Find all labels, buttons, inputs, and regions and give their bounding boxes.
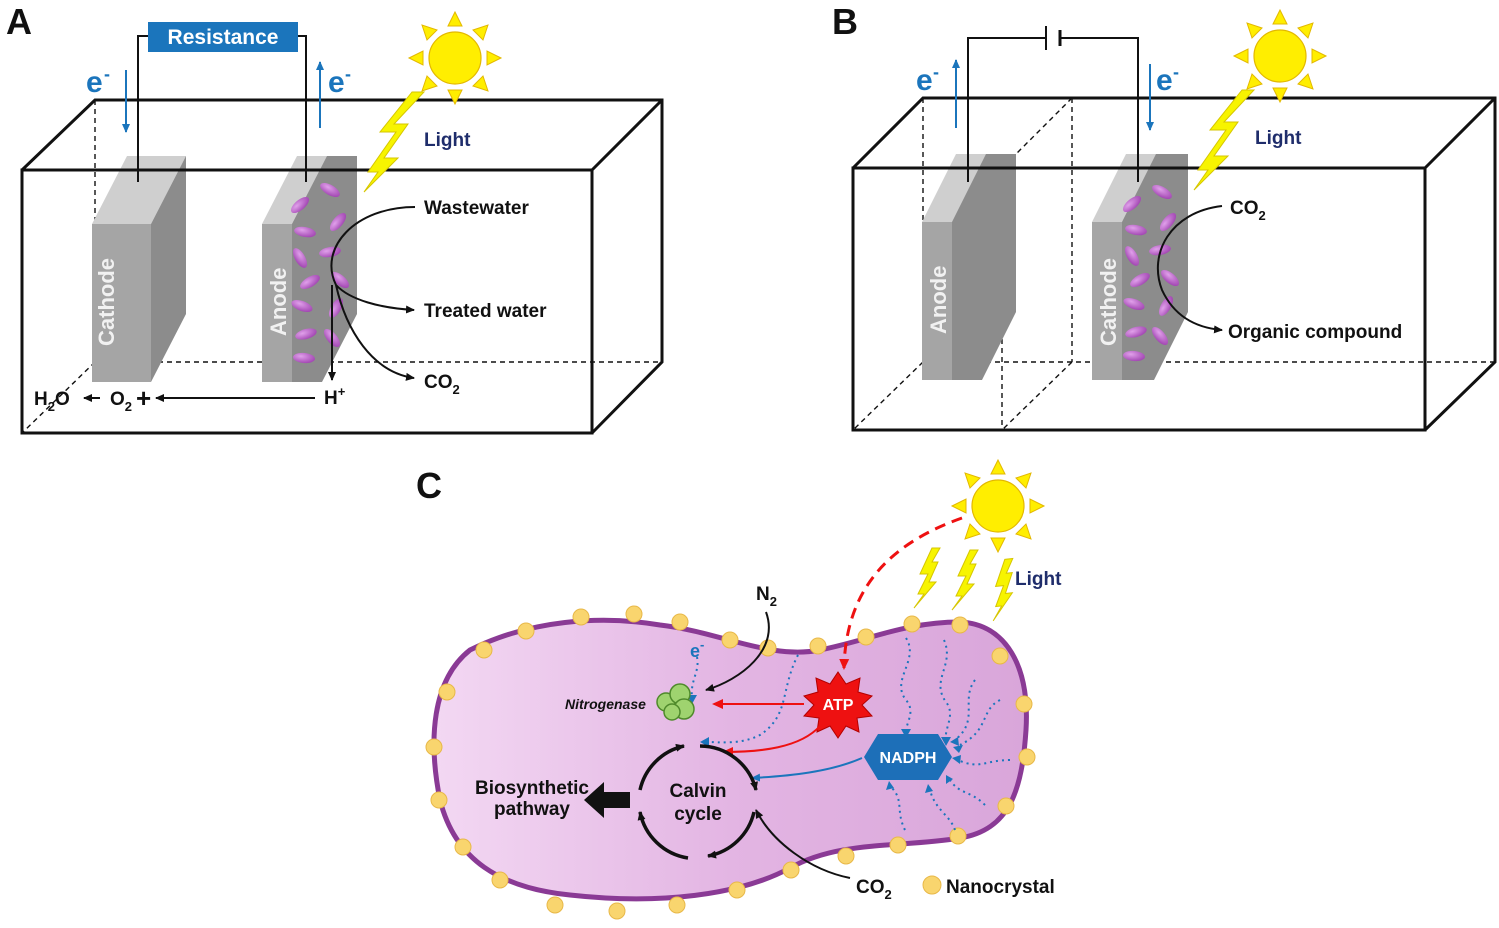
wastewater-label: Wastewater xyxy=(424,198,529,219)
bacteria-b xyxy=(1122,185,1180,362)
panel-a: A Cathode Anode xyxy=(6,1,664,435)
anode-label-b: Anode xyxy=(926,266,951,334)
lightning-icon-a xyxy=(363,91,425,193)
electron-b-left: e xyxy=(916,64,933,97)
electron-b-left-charge: - xyxy=(933,62,939,82)
treated-water-arrow xyxy=(335,284,415,314)
atp-to-calvin-arrow xyxy=(722,725,821,757)
n2-label: N2 xyxy=(756,584,777,609)
resistance-box xyxy=(148,22,298,52)
light-label-a: Light xyxy=(424,130,471,151)
nanocrystals xyxy=(425,605,1036,920)
electron-a-left: e xyxy=(86,66,103,99)
h2o-label: H2O xyxy=(34,389,70,414)
sun-icon-c xyxy=(951,459,1045,553)
lightning-icon-c-2 xyxy=(951,549,979,611)
sun-icon-a xyxy=(408,11,502,105)
panel-b: B Anode Cathode xyxy=(832,1,1497,432)
box-b-back-diag xyxy=(852,361,924,431)
nitrogenase-icon xyxy=(656,683,695,721)
cathode-electrode-a: Cathode xyxy=(92,156,186,382)
plus-sign: + xyxy=(136,383,151,413)
nadph-label: NADPH xyxy=(880,750,937,767)
calvin-label-1: Calvin xyxy=(669,781,726,802)
sun-icon-b xyxy=(1233,9,1327,103)
box-a-back-diag xyxy=(21,361,96,434)
electron-b-right: e xyxy=(1156,64,1173,97)
nanocrystal-legend-label: Nanocrystal xyxy=(946,877,1055,898)
nadph-icon: NADPH xyxy=(864,734,952,780)
co2-arrow-a xyxy=(335,284,415,381)
panel-b-letter: B xyxy=(832,1,858,42)
cathode-electrode-b: Cathode xyxy=(1092,154,1188,380)
bacteria-a xyxy=(290,183,350,364)
co2-conversion-arrow xyxy=(1156,205,1223,334)
anode-electrode-a: Anode xyxy=(262,156,357,382)
co2-label-b: CO2 xyxy=(1230,198,1266,223)
organic-compound-label: Organic compound xyxy=(1228,322,1402,343)
electron-a-left-charge: - xyxy=(104,64,110,84)
treated-water-label: Treated water xyxy=(424,301,547,322)
electron-a-right-charge: - xyxy=(345,64,351,84)
hplus-label: H+ xyxy=(324,384,346,409)
n2-arrow xyxy=(705,611,770,692)
calvin-label-2: cycle xyxy=(674,804,722,825)
box-a-top-right-edge xyxy=(590,98,664,172)
co2-label-a: CO2 xyxy=(424,372,460,397)
calvin-cycle xyxy=(637,743,758,860)
co2-input-arrow xyxy=(755,809,851,879)
sun-to-atp-arrow xyxy=(839,516,963,670)
panel-c-letter: C xyxy=(416,465,442,506)
cathode-label-a: Cathode xyxy=(94,258,119,346)
anode-label-a: Anode xyxy=(266,268,291,336)
anode-electrode-b: Anode xyxy=(922,154,1016,380)
nadph-to-calvin-arrow xyxy=(751,757,863,782)
cathode-label-b: Cathode xyxy=(1096,258,1121,346)
electron-a-right: e xyxy=(328,66,345,99)
nanocrystal-legend-icon xyxy=(922,875,942,895)
resistance-label: Resistance xyxy=(168,26,279,49)
co2-label-c: CO2 xyxy=(856,877,892,902)
electron-b-right-charge: - xyxy=(1173,62,1179,82)
atp-icon: ATP xyxy=(802,671,874,739)
photoelectron-paths xyxy=(690,637,1011,831)
circuit-wire-b-right xyxy=(1060,37,1139,182)
lightning-icon-b xyxy=(1193,89,1255,191)
biosynthetic-label-2: pathway xyxy=(494,799,570,820)
o2-label: O2 xyxy=(110,389,132,414)
membrane-floor xyxy=(1001,361,1073,431)
electron-c: e- xyxy=(690,637,704,661)
light-label-b: Light xyxy=(1255,128,1302,149)
panel-c: C Light xyxy=(416,459,1062,920)
light-label-c: Light xyxy=(1015,569,1062,590)
atp-label: ATP xyxy=(823,697,854,714)
lightning-icon-c-1 xyxy=(913,547,941,609)
biosynthetic-label-1: Biosynthetic xyxy=(475,778,589,799)
nitrogenase-label: Nitrogenase xyxy=(565,696,646,712)
biosynthetic-arrow xyxy=(584,782,630,818)
box-b-top-right-edge xyxy=(1423,96,1497,170)
wastewater-curve xyxy=(330,206,416,286)
panel-a-letter: A xyxy=(6,1,32,42)
circuit-wire-b-left xyxy=(967,37,1046,182)
